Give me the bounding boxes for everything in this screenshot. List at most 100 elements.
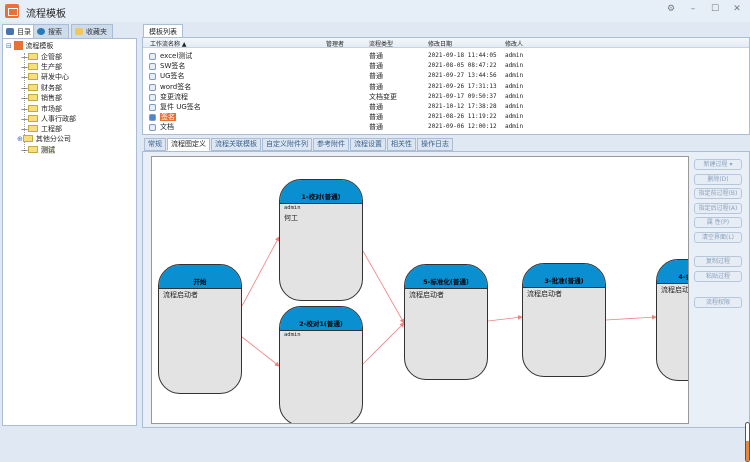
title-bar: 流程模板 ⚙ – ☐ ✕ [0, 0, 750, 22]
table-row[interactable]: word签名 普通 2021-09-26 17:31:13 admin [143, 82, 749, 92]
column-header[interactable]: 修改人 [505, 41, 524, 48]
column-header[interactable]: 管理者 [326, 41, 345, 48]
tree-item[interactable]: —人事行政部 [21, 115, 76, 123]
side-button-3[interactable]: 指定后过程(A) [694, 203, 742, 214]
node-title: 2-校对1(普通) [280, 307, 362, 331]
tab-detail-7[interactable]: 操作日志 [417, 138, 453, 151]
workflow-type: 普通 [369, 72, 383, 81]
modified-date: 2021-08-26 11:19:22 [428, 113, 497, 121]
column-header[interactable]: 流程类型 [369, 41, 394, 48]
folder-icon [28, 63, 38, 70]
tree-item[interactable]: —生产部 [21, 63, 62, 71]
tab-label: 收藏夹 [86, 28, 107, 36]
tree-label: 人事行政部 [41, 115, 76, 123]
tab-detail-0[interactable]: 常规 [144, 138, 166, 151]
side-button-1[interactable]: 删除(D) [694, 174, 742, 185]
tab-search[interactable]: 搜索 [33, 24, 69, 38]
table-row[interactable]: 签名 普通 2021-08-26 11:19:22 admin [143, 112, 749, 122]
vertical-scrollbar[interactable] [745, 422, 750, 462]
workflow-type: 文档变更 [369, 92, 397, 101]
flow-edge[interactable] [487, 315, 523, 322]
flow-edge[interactable] [362, 322, 405, 365]
settings-icon[interactable]: ⚙ [666, 4, 676, 14]
table-row[interactable]: excel测试 普通 2021-09-18 11:44:05 admin [143, 51, 749, 61]
tab-detail-1[interactable]: 流程图定义 [167, 138, 210, 151]
window-title: 流程模板 [26, 9, 66, 20]
workflow-icon [149, 63, 156, 71]
side-button-8[interactable]: 流程权限 [694, 297, 742, 308]
tab-detail-4[interactable]: 参考附件 [313, 138, 349, 151]
tree-item[interactable]: —研发中心 [21, 73, 69, 81]
folder-icon [22, 135, 33, 142]
tree-item[interactable]: —工程部 [21, 125, 62, 133]
node-participant: 流程启动者 [409, 291, 444, 299]
tree-root[interactable]: ⊟ 流程模板 [6, 41, 53, 51]
table-row[interactable]: 文档 普通 2021-09-06 12:00:12 admin [143, 122, 749, 132]
node-participant: 流程启动者 [661, 286, 689, 294]
tab-detail-6[interactable]: 相关性 [387, 138, 416, 151]
tree-item[interactable]: —企管部 [21, 53, 62, 61]
tab-detail-5[interactable]: 流程设置 [350, 138, 386, 151]
directory-tree: ⊟ 流程模板 —企管部 —生产部 —研发中心 —财务部 —销售部 —市场部 —人… [2, 38, 137, 426]
flow-node[interactable]: 4-会签(普通)流程启动者 [656, 259, 689, 381]
table-row[interactable]: 复件 UG签名 普通 2021-10-12 17:38:28 admin [143, 102, 749, 112]
minimize-button[interactable]: – [690, 4, 696, 14]
modified-by: admin [505, 123, 524, 131]
template-icon [14, 41, 24, 50]
tree-item-selected[interactable]: —测试 [21, 146, 55, 154]
modified-by: admin [505, 72, 524, 80]
collapse-icon[interactable]: ⊟ [6, 42, 12, 50]
workflow-name: word签名 [160, 82, 192, 91]
tab-template-list[interactable]: 模板列表 [143, 24, 183, 37]
side-button-7[interactable]: 粘贴过程 [694, 271, 742, 282]
flow-node[interactable]: 2-校对1(普通)admin [279, 306, 363, 423]
tree-item[interactable]: —销售部 [21, 94, 62, 102]
node-title: 开始 [159, 265, 241, 289]
folder-icon [28, 73, 38, 80]
modified-by: admin [505, 62, 524, 70]
folder-icon [28, 146, 38, 153]
flow-edge[interactable] [241, 336, 280, 367]
modified-by: admin [505, 52, 524, 59]
column-header[interactable]: 修改日期 [428, 41, 453, 48]
workflow-name: UG签名 [160, 72, 185, 81]
flow-edge[interactable] [362, 250, 405, 324]
flow-node[interactable]: 开始流程启动者 [158, 264, 242, 394]
tree-item[interactable]: —市场部 [21, 105, 62, 113]
table-row[interactable]: 变更流程 文档变更 2021-09-17 09:50:37 admin [143, 92, 749, 102]
modified-date: 2021-10-12 17:38:28 [428, 103, 497, 110]
tree-item[interactable]: ⊕其他分公司 [17, 134, 71, 144]
table-row[interactable]: SW签名 普通 2021-08-05 08:47:22 admin [143, 61, 749, 71]
flow-node[interactable]: 3-批准(普通)流程启动者 [522, 263, 606, 377]
folder-icon [28, 105, 38, 112]
folder-star-icon [75, 28, 83, 35]
column-header[interactable]: 工作流名称 ▲ [150, 41, 187, 48]
node-title: 3-批准(普通) [523, 264, 605, 288]
maximize-button[interactable]: ☐ [710, 4, 720, 14]
side-button-0[interactable]: 新建过程 ▾ [694, 159, 742, 170]
expand-icon[interactable]: ⊕ [17, 135, 23, 143]
flow-node[interactable]: 5-标准化(普通)流程启动者 [404, 264, 488, 380]
tab-detail-3[interactable]: 自定义附件列 [262, 138, 312, 151]
tab-favorites[interactable]: 收藏夹 [71, 24, 113, 38]
side-button-5[interactable]: 清空界面(L) [694, 232, 742, 243]
tree-label: 销售部 [41, 94, 62, 102]
tree-item[interactable]: —财务部 [21, 84, 62, 92]
side-button-4[interactable]: 属 性(P) [694, 217, 742, 228]
tree-label: 生产部 [41, 63, 62, 71]
tab-detail-2[interactable]: 流程关联模板 [211, 138, 261, 151]
workflow-icon [149, 114, 156, 122]
workflow-type: 普通 [369, 62, 383, 71]
side-button-6[interactable]: 复制过程 [694, 256, 742, 267]
table-row[interactable]: UG签名 普通 2021-09-27 13:44:56 admin [143, 71, 749, 81]
table-header: 工作流名称 ▲ 管理者 流程类型 修改日期 修改人 [143, 38, 749, 48]
tab-directory[interactable]: 目录 [2, 24, 35, 38]
side-button-2[interactable]: 指定前过程(B) [694, 188, 742, 199]
modified-date: 2021-09-17 09:50:37 [428, 92, 497, 100]
workflow-icon [149, 93, 156, 101]
close-button[interactable]: ✕ [733, 4, 741, 14]
flow-edge[interactable] [605, 314, 657, 321]
flow-edge[interactable] [241, 236, 280, 307]
